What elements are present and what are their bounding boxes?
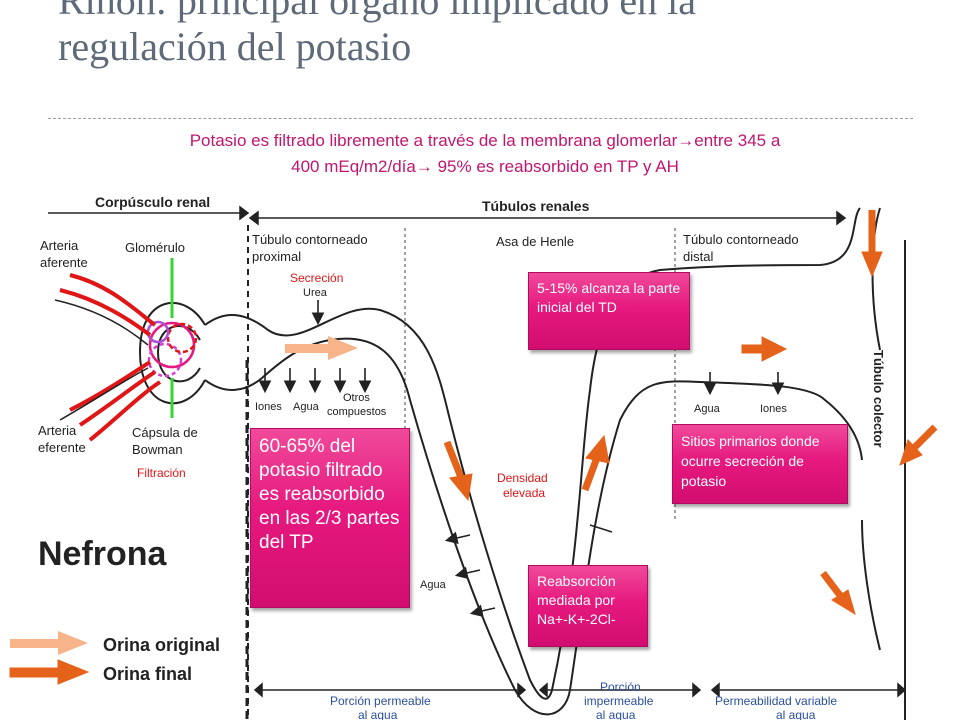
label-porcion-impermeable-2: impermeable bbox=[584, 694, 654, 708]
label-iones-2: Iones bbox=[760, 403, 787, 415]
label-tcp-1: Túbulo contorneado bbox=[252, 232, 368, 247]
slide-title: Riñón: principal órgano implicado en la … bbox=[58, 0, 938, 70]
black-ticks bbox=[589, 524, 613, 533]
dark-orange-arrows bbox=[9, 210, 938, 685]
label-corpusculo: Corpúsculo renal bbox=[95, 194, 210, 210]
box-alcanza-td: 5-15% alcanza la parte inicial del TD bbox=[528, 272, 690, 350]
bottom-brackets bbox=[253, 682, 907, 698]
label-otros-2: compuestos bbox=[327, 406, 387, 418]
label-porcion-permeable-2: al agua bbox=[358, 708, 398, 720]
intro-line-1: Potasio es filtrado libremente a través … bbox=[189, 131, 781, 150]
label-porcion-impermeable-3: al agua bbox=[596, 708, 636, 720]
black-arrows bbox=[258, 300, 785, 618]
header-brackets bbox=[48, 205, 847, 226]
label-capsula-1: Cápsula de bbox=[132, 425, 198, 440]
light-orange-arrows bbox=[10, 336, 358, 655]
label-filtracion: Filtración bbox=[137, 466, 186, 480]
label-densidad-1: Densidad bbox=[497, 471, 548, 485]
box-secrecion-potasio: Sitios primarios donde ocurre secreción … bbox=[672, 424, 848, 504]
label-porcion-permeable-1: Porción permeable bbox=[330, 694, 431, 708]
label-densidad-2: elevada bbox=[503, 486, 545, 500]
legend-orina-original: Orina original bbox=[103, 635, 220, 655]
label-permeabilidad-2: al agua bbox=[776, 708, 816, 720]
label-tcd-2: distal bbox=[683, 249, 713, 264]
label-otros-1: Otros bbox=[343, 392, 370, 404]
label-asa-henle: Asa de Henle bbox=[496, 234, 574, 249]
title-divider bbox=[48, 118, 913, 119]
label-agua-2: Agua bbox=[420, 579, 447, 591]
arteries bbox=[59, 273, 162, 442]
label-arteria-aferente-1: Arteria bbox=[40, 238, 79, 253]
label-glomerulo: Glomérulo bbox=[125, 240, 185, 255]
box-reabsorcion-nakcl: Reabsorción mediada por Na+-K+-2Cl- bbox=[528, 565, 648, 647]
label-agua-3: Agua bbox=[694, 403, 721, 415]
label-nefrona: Nefrona bbox=[38, 535, 168, 573]
intro-line-2: 400 mEq/m2/día→ 95% es reabsorbido en TP… bbox=[291, 157, 679, 176]
nephron-diagram: Corpúsculo renal Túbulos renales bbox=[9, 194, 938, 720]
label-secrecion: Secreción bbox=[290, 271, 343, 285]
label-arteria-eferente-1: Arteria bbox=[38, 423, 77, 438]
artery-outlines bbox=[54, 299, 149, 421]
section-separators bbox=[245, 225, 249, 720]
legend-orina-final: Orina final bbox=[103, 664, 192, 684]
label-iones-1: Iones bbox=[255, 401, 282, 413]
label-tcd-1: Túbulo contorneado bbox=[683, 232, 799, 247]
label-agua-1: Agua bbox=[293, 401, 320, 413]
title-line-2: regulación del potasio bbox=[58, 24, 412, 69]
label-porcion-impermeable-1: Porción bbox=[600, 680, 641, 694]
label-capsula-2: Bowman bbox=[132, 442, 183, 457]
label-permeabilidad-1: Permeabilidad variable bbox=[715, 694, 837, 708]
label-tubulo-colector: Túbulo colector bbox=[871, 350, 886, 448]
title-line-1: Riñón: principal órgano implicado en la bbox=[58, 0, 697, 23]
label-urea: Urea bbox=[303, 287, 328, 299]
label-tubulos: Túbulos renales bbox=[482, 198, 590, 214]
glomerulus bbox=[146, 320, 198, 378]
label-tcp-2: proximal bbox=[252, 249, 301, 264]
box-reabsorcion-tp: 60-65% del potasio filtrado es reabsorbi… bbox=[250, 428, 410, 608]
label-arteria-aferente-2: aferente bbox=[40, 255, 88, 270]
label-arteria-eferente-2: eferente bbox=[38, 440, 86, 455]
intro-text: Potasio es filtrado libremente a través … bbox=[60, 128, 910, 180]
